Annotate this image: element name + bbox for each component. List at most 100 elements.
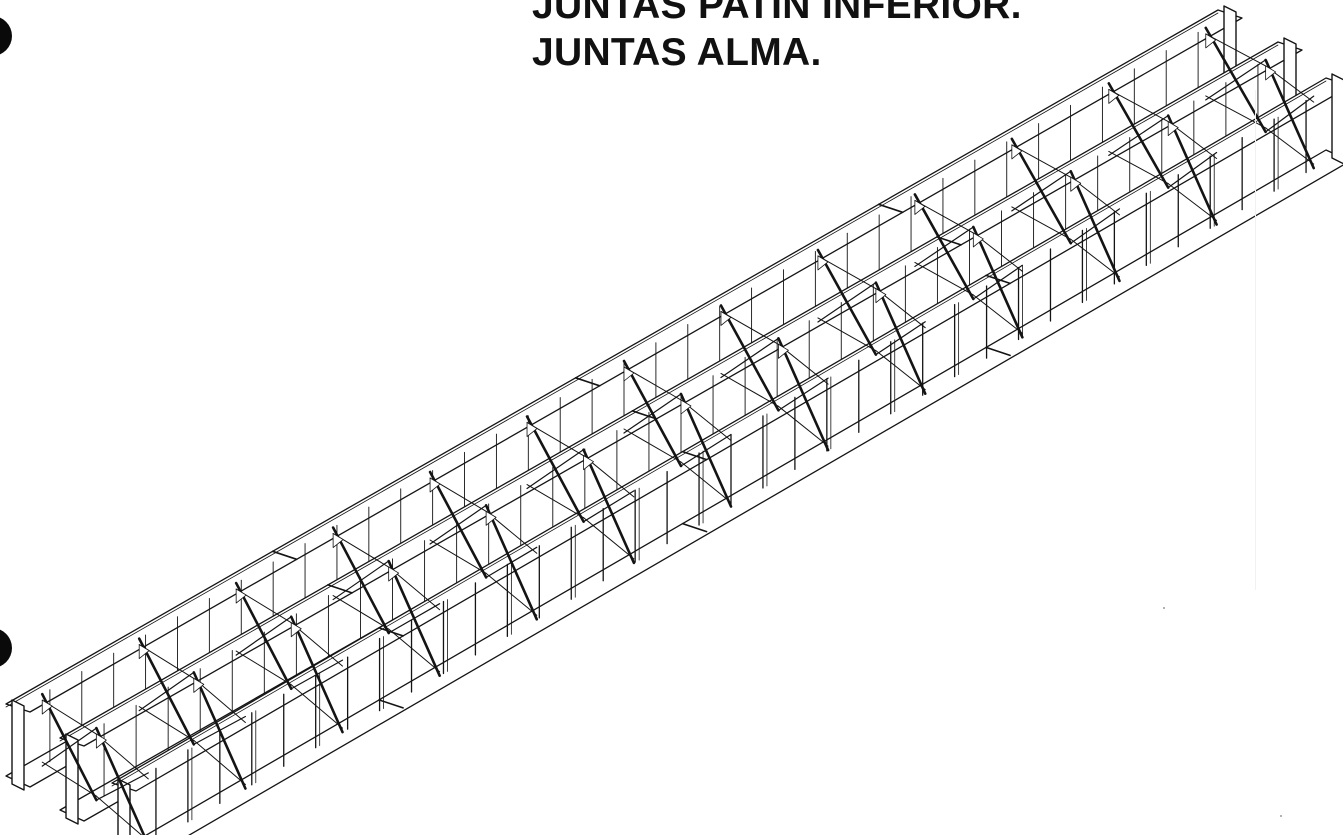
scan-shadow <box>1255 90 1256 590</box>
cross-frame-diagonal <box>817 282 877 323</box>
cross-frame-bottom-strut <box>429 539 487 574</box>
cross-frame-gusset <box>1108 89 1120 104</box>
cross-frame-diagonal <box>875 321 926 356</box>
cross-frame-gusset <box>875 288 887 304</box>
title-line-bottom-flange-joints: JUNTAS PATIN INFERIOR. <box>532 0 1022 27</box>
cross-frame-bottom-strut <box>526 484 585 519</box>
cross-frame-bottom-strut <box>138 706 195 741</box>
cross-frame-bottom-strut <box>817 317 877 352</box>
cross-frame-diagonal <box>1205 59 1267 101</box>
end-plate-near <box>11 699 25 791</box>
cross-frame-bottom-strut <box>235 650 292 686</box>
cross-frame-diagonal <box>680 433 732 467</box>
cross-frame-gusset <box>583 455 594 471</box>
cross-frame-diagonal <box>972 264 1023 300</box>
cross-frame-bottom-strut <box>623 428 682 463</box>
punch-hole-top <box>0 16 12 56</box>
cross-frame-bottom-strut <box>1265 127 1315 165</box>
top-flange-edge <box>5 12 1219 708</box>
cross-frame-bottom-strut <box>332 595 390 630</box>
cross-frame-bottom-strut <box>720 372 779 407</box>
cross-frame-bottom-strut <box>290 684 344 729</box>
cross-frame-gusset <box>680 399 692 415</box>
cross-frame-diagonal <box>290 659 344 690</box>
cross-frame-bottom-strut <box>95 795 143 835</box>
cross-frame-diagonal <box>235 616 292 656</box>
cross-frame-diagonal <box>193 715 246 746</box>
cross-frame-diagonal <box>1265 95 1315 133</box>
cross-frame-gusset <box>429 477 441 493</box>
cross-frame-gusset <box>778 343 789 359</box>
cross-frame-gusset <box>235 588 247 604</box>
cross-frame-bottom-strut <box>193 739 246 785</box>
title-line-web-joints: JUNTAS ALMA. <box>532 31 822 74</box>
flange-splice-joint <box>681 450 708 461</box>
cross-frame-top-strut <box>1011 144 1072 178</box>
flange-splice-joint <box>985 274 1011 285</box>
cross-frame-gusset <box>1265 65 1277 81</box>
flange-splice-joint <box>271 550 298 561</box>
girder-top-flange <box>111 77 1343 792</box>
cross-frame-gusset <box>138 644 150 659</box>
cross-frame-diagonal <box>914 226 974 268</box>
cross-frame-bottom-strut <box>1011 206 1072 240</box>
cross-frame-diagonal <box>526 449 585 490</box>
drawing-title-block: JUNTAS PATIN INFERIOR. JUNTAS ALMA. <box>532 0 1022 76</box>
cross-frame-diagonal <box>720 337 780 379</box>
cross-frame-bottom-strut <box>388 628 441 673</box>
cross-frame-bottom-strut <box>41 761 97 797</box>
cross-frame-gusset <box>1205 33 1217 49</box>
cross-frame-gusset <box>972 232 984 248</box>
flange-splice-joint <box>681 522 708 533</box>
cross-frame-gusset <box>332 533 344 548</box>
cross-frame-diagonal <box>485 546 538 578</box>
cross-frame-gusset <box>95 733 107 749</box>
cross-frame-gusset <box>1167 121 1179 137</box>
cross-frame-gusset <box>1070 176 1082 192</box>
cross-frame-gusset <box>720 311 732 326</box>
flange-splice-joint <box>631 410 658 420</box>
cross-frame-gusset <box>485 510 497 526</box>
flange-splice-joint <box>877 203 904 214</box>
flange-splice-joint <box>574 377 601 387</box>
cross-frame-bottom-strut <box>875 350 926 391</box>
cross-frame-top-strut <box>1205 33 1267 67</box>
flange-splice-joint <box>378 699 404 709</box>
top-flange-edge <box>111 80 1327 787</box>
cross-frame-top-strut <box>1108 88 1169 123</box>
cross-frame-bottom-strut <box>485 572 538 616</box>
cross-frame-gusset <box>817 255 829 271</box>
cross-frame-bottom-strut <box>680 461 732 503</box>
flange-splice-joint <box>936 236 962 246</box>
cross-frame-diagonal <box>138 671 195 712</box>
cross-frame-bottom-strut <box>972 294 1023 334</box>
cross-frame-gusset <box>388 566 400 582</box>
flange-splice-joint <box>327 584 353 594</box>
cross-frame-gusset <box>526 422 538 437</box>
cross-frame-gusset <box>914 200 926 215</box>
cross-frame-bottom-strut <box>914 261 974 296</box>
cross-frame-gusset <box>1011 144 1023 160</box>
cross-frame-bottom-strut <box>1108 150 1169 185</box>
end-plate-near <box>117 778 131 835</box>
cross-frame-diagonal <box>1070 208 1121 244</box>
cross-frame-diagonal <box>388 603 441 634</box>
end-plate-far <box>1331 73 1343 165</box>
cross-frame-gusset <box>193 678 205 693</box>
punch-hole-bottom <box>0 628 12 668</box>
cross-frame-gusset <box>41 699 53 715</box>
cross-frame-bottom-strut <box>1070 238 1120 278</box>
cross-frame-bottom-strut <box>777 405 829 447</box>
cross-frame-diagonal <box>41 727 97 767</box>
cross-frame-diagonal <box>1011 170 1072 212</box>
cross-frame-bottom-strut <box>583 517 635 560</box>
cross-frame-diagonal <box>95 772 149 801</box>
cross-frame-diagonal <box>1108 114 1169 156</box>
cross-frame-diagonal <box>1167 151 1218 189</box>
cross-frame-diagonal <box>332 560 390 601</box>
cross-frame-gusset <box>290 622 302 638</box>
cross-frame-diagonal <box>582 490 635 523</box>
cross-frame-gusset <box>623 366 635 382</box>
